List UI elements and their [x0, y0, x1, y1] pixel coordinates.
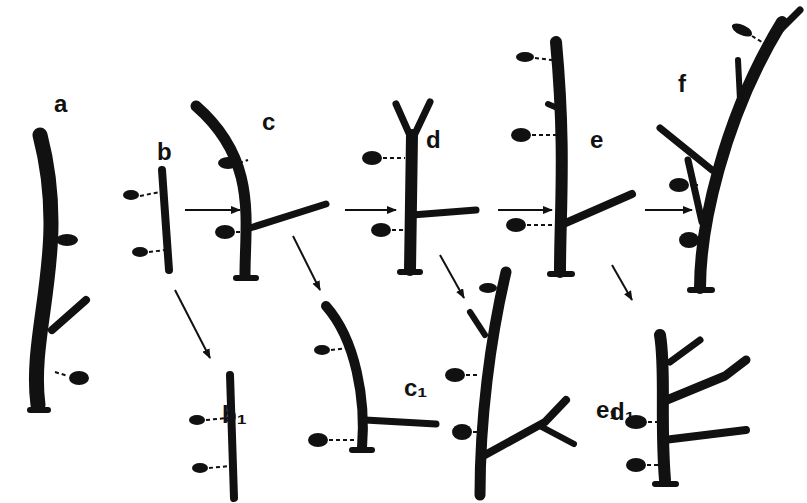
figure-letter: a: [54, 92, 67, 116]
figure-letter: d: [426, 128, 441, 152]
figure-letter: e: [590, 128, 603, 152]
figure-letter: c: [262, 110, 275, 134]
figure-letter: b: [157, 140, 172, 164]
figure-letter: f: [678, 72, 686, 96]
figure-letter: e₁: [596, 398, 619, 422]
figure-letter: c₁: [404, 376, 427, 400]
figure-letter: b₁: [222, 403, 247, 427]
